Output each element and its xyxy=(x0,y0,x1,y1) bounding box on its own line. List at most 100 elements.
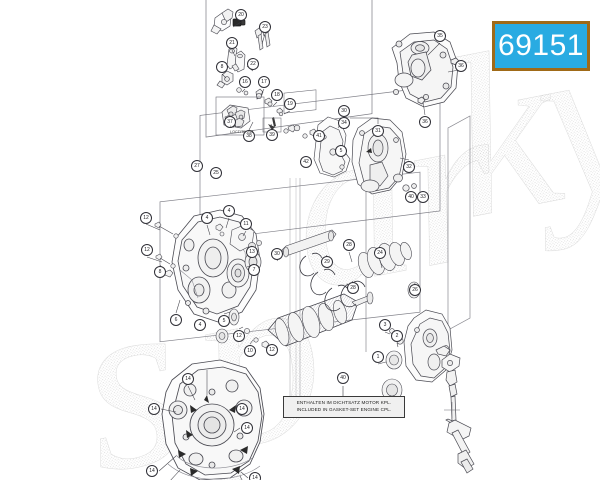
callout-label: 34 xyxy=(341,119,347,126)
callout-4[interactable]: 4 xyxy=(194,319,206,331)
callout-5[interactable]: 5 xyxy=(335,145,347,157)
callout-18[interactable]: 18 xyxy=(271,89,283,101)
shift-forks-group xyxy=(299,252,366,312)
callout-40[interactable]: 40 xyxy=(405,191,417,203)
callout-label: 25 xyxy=(213,169,219,176)
callout-label: 31 xyxy=(375,127,381,134)
callout-label: 40 xyxy=(340,374,346,381)
loctite-label: L.P LOCTITE 243 xyxy=(230,125,253,135)
callout-label: 6 xyxy=(174,316,178,323)
callout-17[interactable]: 17 xyxy=(258,76,270,88)
callout-label: 26 xyxy=(412,286,418,293)
loctite-line1: L.P xyxy=(230,125,236,129)
callout-28[interactable]: 28 xyxy=(347,282,359,294)
callout-label: 12 xyxy=(236,332,242,339)
callout-31[interactable]: 31 xyxy=(372,125,384,137)
callout-12[interactable]: 12 xyxy=(266,344,278,356)
gasket-set-note-box: ENTHALTEN IM DICHTSATZ MOTOR KPL. INCLUD… xyxy=(283,396,405,418)
callout-25[interactable]: 25 xyxy=(210,167,222,179)
callout-label: 5 xyxy=(339,147,343,154)
callout-label: 14 xyxy=(185,375,191,382)
callout-39[interactable]: 39 xyxy=(266,129,278,141)
callout-27[interactable]: 27 xyxy=(191,160,203,172)
callout-label: 12 xyxy=(143,214,149,221)
callout-30[interactable]: 30 xyxy=(271,248,283,260)
callout-28[interactable]: 28 xyxy=(343,239,355,251)
loctite-line2: LOCTITE 243 xyxy=(230,129,254,134)
callout-14[interactable]: 14 xyxy=(249,472,261,480)
callout-23[interactable]: 23 xyxy=(259,21,271,33)
callout-label: 42 xyxy=(303,158,309,165)
callout-label: 14 xyxy=(149,467,155,474)
callout-8[interactable]: 8 xyxy=(154,266,166,278)
callout-42[interactable]: 42 xyxy=(300,156,312,168)
note-line-english: INCLUDED IN GASKET-SET ENGINE CPL. xyxy=(296,407,392,412)
callout-1[interactable]: 1 xyxy=(372,351,384,363)
callout-35[interactable]: 35 xyxy=(434,30,446,42)
water-pump-cover-group xyxy=(351,117,417,195)
callout-2[interactable]: 2 xyxy=(391,330,403,342)
callout-8[interactable]: 8 xyxy=(216,61,228,73)
callout-14[interactable]: 14 xyxy=(241,422,253,434)
callout-4[interactable]: 4 xyxy=(223,205,235,217)
callout-label: 11 xyxy=(243,220,249,227)
callout-14[interactable]: 14 xyxy=(182,373,194,385)
callout-label: 10 xyxy=(247,347,253,354)
callout-label: 8 xyxy=(158,268,162,275)
callout-label: 14 xyxy=(239,405,245,412)
callout-6[interactable]: 6 xyxy=(170,314,182,326)
callout-label: 2 xyxy=(395,332,399,339)
callout-label: 14 xyxy=(151,405,157,412)
callout-13[interactable]: 13 xyxy=(246,246,258,258)
callout-label: 8 xyxy=(220,63,224,70)
callout-label: 4 xyxy=(205,214,209,221)
callout-12[interactable]: 12 xyxy=(233,330,245,342)
callout-label: 4 xyxy=(227,207,231,214)
callout-7[interactable]: 7 xyxy=(248,264,260,276)
callout-4[interactable]: 4 xyxy=(201,212,213,224)
callout-label: 28 xyxy=(350,284,356,291)
note-line-german: ENTHALTEN IM DICHTSATZ MOTOR KPL. xyxy=(296,400,392,406)
callout-label: 7 xyxy=(252,266,256,273)
callout-label: 30 xyxy=(274,250,280,257)
callout-32[interactable]: 32 xyxy=(403,161,415,173)
callout-5[interactable]: 5 xyxy=(218,315,230,327)
callout-11[interactable]: 11 xyxy=(240,218,252,230)
callout-label: 14 xyxy=(252,474,258,480)
callout-22[interactable]: 22 xyxy=(247,58,259,70)
callout-14[interactable]: 14 xyxy=(236,403,248,415)
callout-24[interactable]: 24 xyxy=(374,247,386,259)
callout-12[interactable]: 12 xyxy=(141,244,153,256)
callout-21[interactable]: 21 xyxy=(226,37,238,49)
callout-3[interactable]: 3 xyxy=(379,319,391,331)
callout-36[interactable]: 36 xyxy=(419,116,431,128)
callout-16[interactable]: 16 xyxy=(239,76,251,88)
callout-36[interactable]: 36 xyxy=(455,60,467,72)
callout-label: 32 xyxy=(406,163,412,170)
callout-14[interactable]: 14 xyxy=(146,465,158,477)
callout-label: 36 xyxy=(422,118,428,125)
callout-20[interactable]: 20 xyxy=(235,9,247,21)
gear-shift-lever-assembly xyxy=(435,345,475,474)
part-number-text: 69151 xyxy=(498,29,584,62)
callout-34[interactable]: 34 xyxy=(338,117,350,129)
callout-label: 29 xyxy=(324,258,330,265)
callout-14[interactable]: 14 xyxy=(148,403,160,415)
callout-40[interactable]: 40 xyxy=(337,372,349,384)
part-number-badge[interactable]: 69151 xyxy=(492,21,590,71)
callout-12[interactable]: 12 xyxy=(140,212,152,224)
callout-19[interactable]: 19 xyxy=(284,98,296,110)
callout-label: 14 xyxy=(244,424,250,431)
callout-38[interactable]: 38 xyxy=(243,130,255,142)
callout-label: 13 xyxy=(249,248,255,255)
callout-37[interactable]: 37 xyxy=(224,116,236,128)
callout-29[interactable]: 29 xyxy=(321,256,333,268)
callout-26[interactable]: 26 xyxy=(409,284,421,296)
callout-30[interactable]: 30 xyxy=(338,105,350,117)
callout-label: 23 xyxy=(262,23,268,30)
callout-33[interactable]: 33 xyxy=(417,191,429,203)
callout-41[interactable]: 41 xyxy=(313,130,325,142)
callout-10[interactable]: 10 xyxy=(244,345,256,357)
